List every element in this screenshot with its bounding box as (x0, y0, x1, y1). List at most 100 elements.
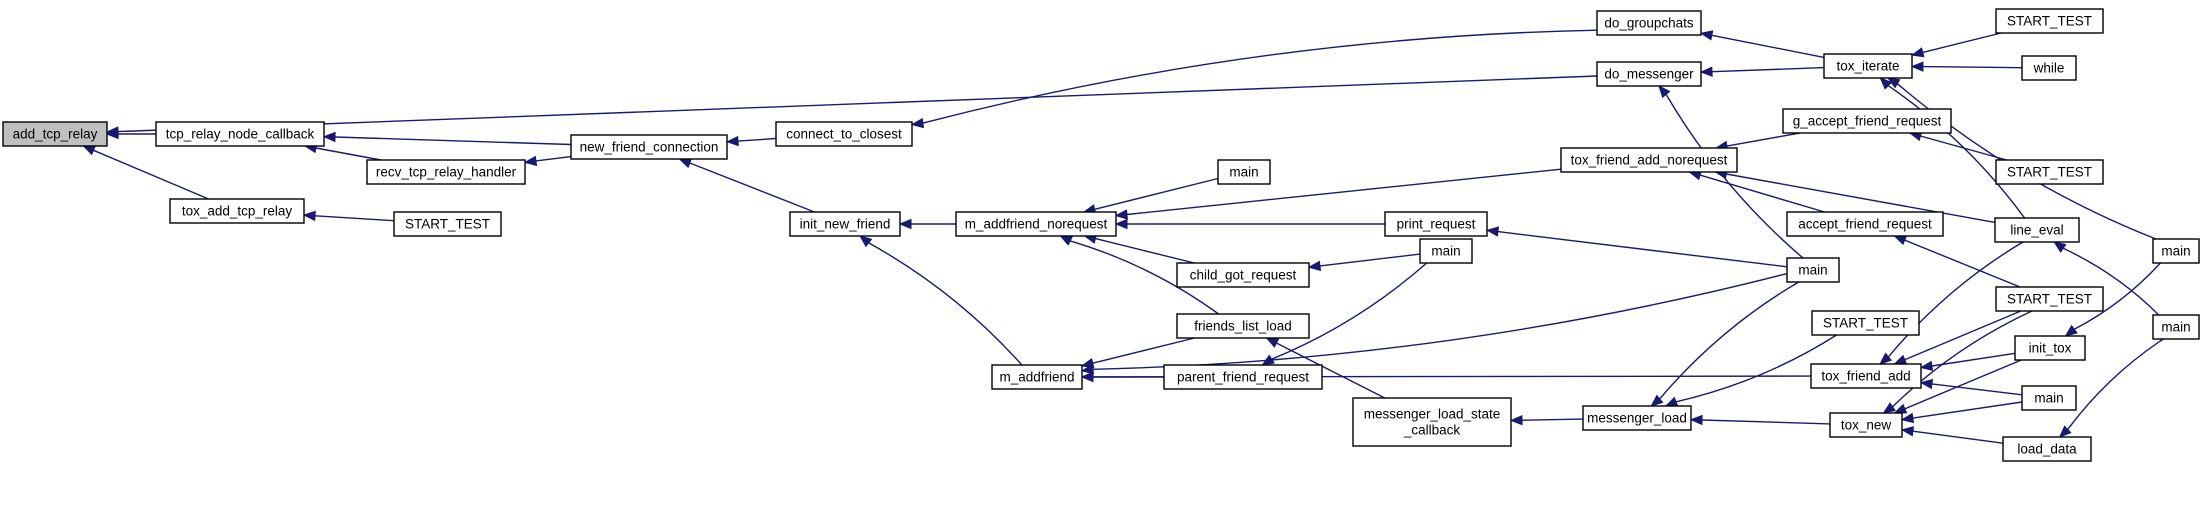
edge-line (1699, 174, 1825, 213)
node-label: connect_to_closest (786, 127, 902, 142)
arrowhead (2058, 425, 2072, 438)
node-main-3[interactable]: main (1786, 257, 1840, 283)
edge-line (2062, 247, 2160, 316)
arrowhead (1307, 260, 1322, 272)
node-accept-friend-request[interactable]: accept_friend_request (1786, 211, 1944, 237)
node-load-data[interactable]: load_data (2002, 436, 2092, 462)
node-box (155, 121, 325, 147)
edge-line (1521, 418, 1584, 421)
node-add-tcp-relay[interactable]: add_tcp_relay (2, 121, 108, 147)
node-connect-to-closest[interactable]: connect_to_closest (775, 121, 913, 147)
edge-start_test_1-to-tox_add_tcp_relay (302, 210, 395, 222)
arrowhead (1114, 209, 1128, 220)
edge-line (1912, 401, 2023, 419)
edge-messenger_load-to-messenger_load_state_callback (1509, 414, 1584, 426)
node-messenger-load-state-callback[interactable]: messenger_load_state_callback (1352, 397, 1512, 447)
node-parent-friend-request[interactable]: parent_friend_request (1163, 364, 1323, 390)
edge-m_addfriend_norequest-to-init_new_friend (898, 218, 956, 230)
edge-line (93, 149, 209, 200)
edge-print_request-to-m_addfriend_norequest (1114, 218, 1385, 230)
node-new-friend-connection[interactable]: new_friend_connection (570, 134, 728, 160)
node-friends-list-load[interactable]: friends_list_load (1176, 313, 1310, 339)
node-print-request[interactable]: print_request (1384, 211, 1488, 237)
edge-accept_friend_request-to-tox_friend_add_norequest (1688, 170, 1825, 213)
edge-tox_iterate-to-do_messenger (1699, 66, 1825, 77)
node-label: load_data (2017, 442, 2077, 457)
node-tcp-relay-node-callback[interactable]: tcp_relay_node_callback (155, 121, 325, 147)
arrowhead (1879, 352, 1893, 365)
node-tox-add-tcp-relay[interactable]: tox_add_tcp_relay (169, 198, 305, 224)
node-box (1384, 211, 1488, 237)
node-start-test-2[interactable]: START_TEST (1811, 310, 1920, 336)
node-label: main (1229, 165, 1258, 180)
node-box (991, 364, 1083, 390)
node-start-test-3[interactable]: START_TEST (1995, 8, 2104, 34)
node-box (1829, 412, 1903, 438)
edge-main_5-to-line_eval (2053, 241, 2160, 316)
node-tox-friend-add[interactable]: tox_friend_add (1810, 363, 1922, 389)
node-line-eval[interactable]: line_eval (1994, 217, 2080, 243)
node-init-new-friend[interactable]: init_new_friend (789, 211, 901, 237)
node-label: while (2033, 61, 2065, 76)
node-tox-new[interactable]: tox_new (1829, 412, 1903, 438)
node-box (1994, 217, 2080, 243)
node-box (2, 121, 108, 147)
node-box (1596, 61, 1702, 87)
edge-line (117, 75, 1598, 133)
node-recv-tcp-relay-handler[interactable]: recv_tcp_relay_handler (366, 159, 526, 185)
node-label: START_TEST (2007, 14, 2092, 29)
edge-start_test_5-to-tox_friend_add (1893, 310, 2022, 365)
node-main-6[interactable]: main (2152, 238, 2200, 264)
node-label: print_request (1397, 217, 1476, 232)
node-box (570, 134, 728, 160)
node-box (1810, 363, 1922, 389)
node-start-test-5[interactable]: START_TEST (1995, 286, 2104, 312)
node-main-1[interactable]: main (1217, 159, 1271, 185)
node-m-addfriend-norequest[interactable]: m_addfriend_norequest (955, 211, 1117, 237)
node-messenger-load[interactable]: messenger_load (1582, 405, 1692, 431)
node-start-test-4[interactable]: START_TEST (1995, 159, 2104, 185)
node-box (1352, 397, 1512, 447)
arrowhead (898, 218, 912, 230)
node-box (1217, 159, 1271, 185)
arrowhead (322, 131, 336, 143)
node-start-test-1[interactable]: START_TEST (393, 211, 502, 237)
node-box (1782, 108, 1952, 134)
edge-main_2-to-child_got_request (1307, 253, 1421, 272)
edge-line (1920, 135, 2007, 161)
arrowhead (302, 210, 316, 222)
node-label: recv_tcp_relay_handler (376, 165, 517, 180)
node-do-messenger[interactable]: do_messenger (1596, 61, 1702, 87)
edge-line (1912, 430, 2004, 444)
node-box (2152, 238, 2200, 264)
node-label: main (2034, 391, 2063, 406)
node-init-tox[interactable]: init_tox (2014, 335, 2086, 361)
node-tox-iterate[interactable]: tox_iterate (1823, 53, 1913, 79)
node-label: messenger_load (1587, 411, 1687, 426)
node-label: child_got_request (1190, 268, 1297, 283)
node-main-2[interactable]: main (1419, 238, 1473, 264)
node-box (1419, 238, 1473, 264)
arrowhead (2064, 324, 2078, 337)
node-main-5[interactable]: main (2152, 314, 2200, 340)
node-main-4[interactable]: main (2021, 385, 2077, 411)
node-while[interactable]: while (2021, 55, 2077, 81)
node-box (1995, 286, 2104, 312)
node-g-accept-friend-request[interactable]: g_accept_friend_request (1782, 108, 1952, 134)
node-m-addfriend[interactable]: m_addfriend (991, 364, 1083, 390)
edge-new_friend_connection-to-tcp_relay_node_callback (322, 131, 572, 146)
node-box (955, 211, 1117, 237)
edge-line (1070, 240, 1220, 315)
edge-line (1922, 32, 2002, 54)
node-child-got-request[interactable]: child_got_request (1176, 262, 1310, 288)
edge-new_friend_connection-to-recv_tcp_relay_handler (523, 155, 572, 167)
edge-child_got_request-to-m_addfriend_norequest (1083, 233, 1195, 264)
edge-line (868, 242, 1023, 366)
edge-line (1887, 85, 2026, 219)
edge-line (1892, 310, 2033, 408)
node-do-groupchats[interactable]: do_groupchats (1596, 10, 1702, 36)
node-box (1582, 405, 1692, 431)
arrowhead (105, 126, 119, 137)
node-tox-friend-add-norequest[interactable]: tox_friend_add_norequest (1560, 147, 1738, 173)
